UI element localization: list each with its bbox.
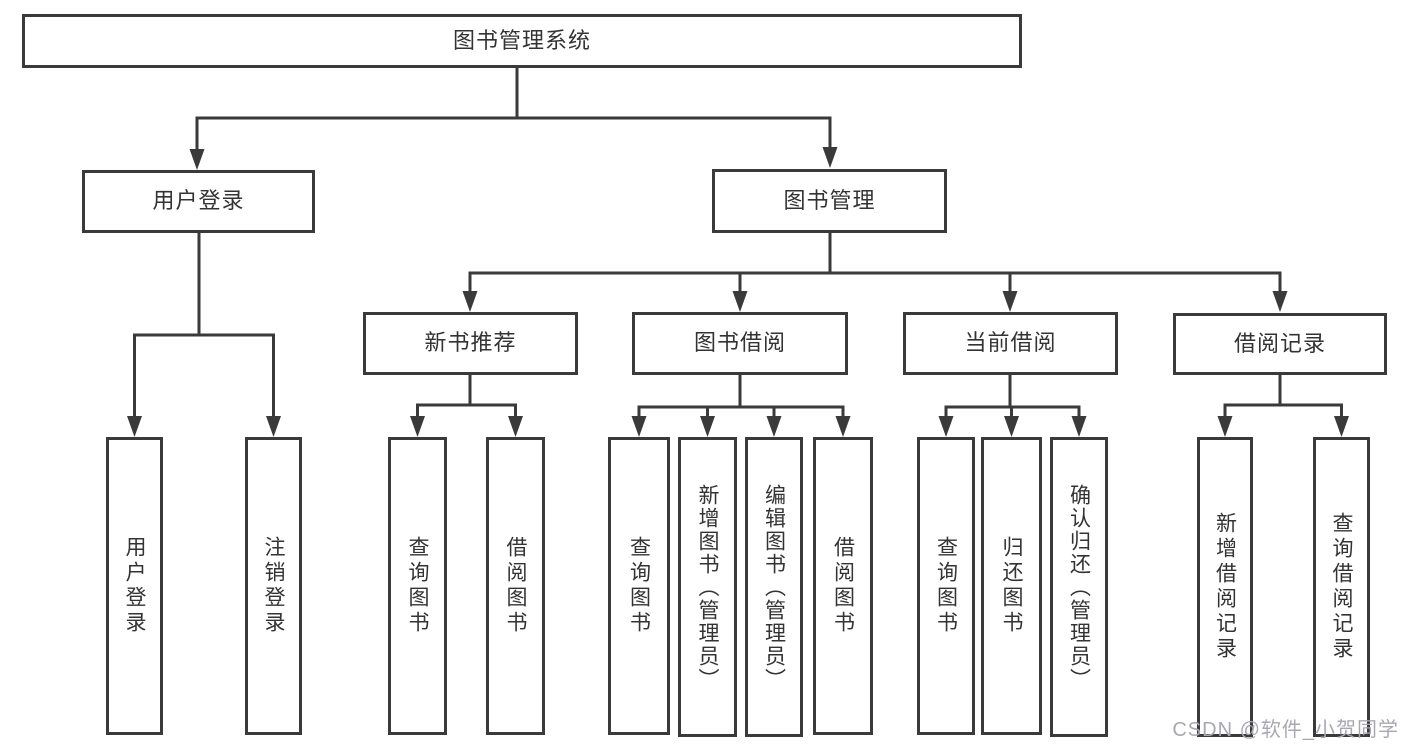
leaf-edit-books-admin: 编辑图书（管理员） [745, 437, 803, 737]
leaf-add-borrow-record: 新增借阅记录 [1197, 437, 1253, 737]
leaf-query-borrow-record: 查询借阅记录 [1313, 437, 1370, 737]
leaf-query-books-recommend: 查询图书 [388, 437, 447, 735]
leaf-query-books-borrow: 查询图书 [608, 437, 670, 735]
leaf-borrow-books: 借阅图书 [813, 437, 873, 735]
leaf-confirm-return-admin: 确认归还（管理员） [1050, 437, 1108, 737]
arrowheads [127, 147, 1349, 437]
leaf-user-login: 用户登录 [106, 437, 163, 735]
tree-edges [133, 68, 1343, 419]
node-user-login: 用户登录 [82, 170, 315, 233]
leaf-add-books-admin: 新增图书（管理员） [678, 437, 737, 737]
leaf-query-books-current: 查询图书 [917, 437, 975, 735]
node-current-borrow: 当前借阅 [903, 312, 1118, 375]
leaf-return-books: 归还图书 [981, 437, 1042, 735]
node-root-system: 图书管理系统 [22, 14, 1022, 68]
node-borrow-records: 借阅记录 [1173, 313, 1387, 375]
leaf-logout: 注销登录 [245, 437, 302, 735]
csdn-watermark: CSDN @软件_小贺同学 [1172, 719, 1399, 741]
node-book-borrow: 图书借阅 [632, 312, 848, 375]
leaf-borrow-books-recommend: 借阅图书 [486, 437, 545, 735]
node-book-management: 图书管理 [712, 169, 947, 233]
node-new-book-recommend: 新书推荐 [363, 312, 578, 375]
